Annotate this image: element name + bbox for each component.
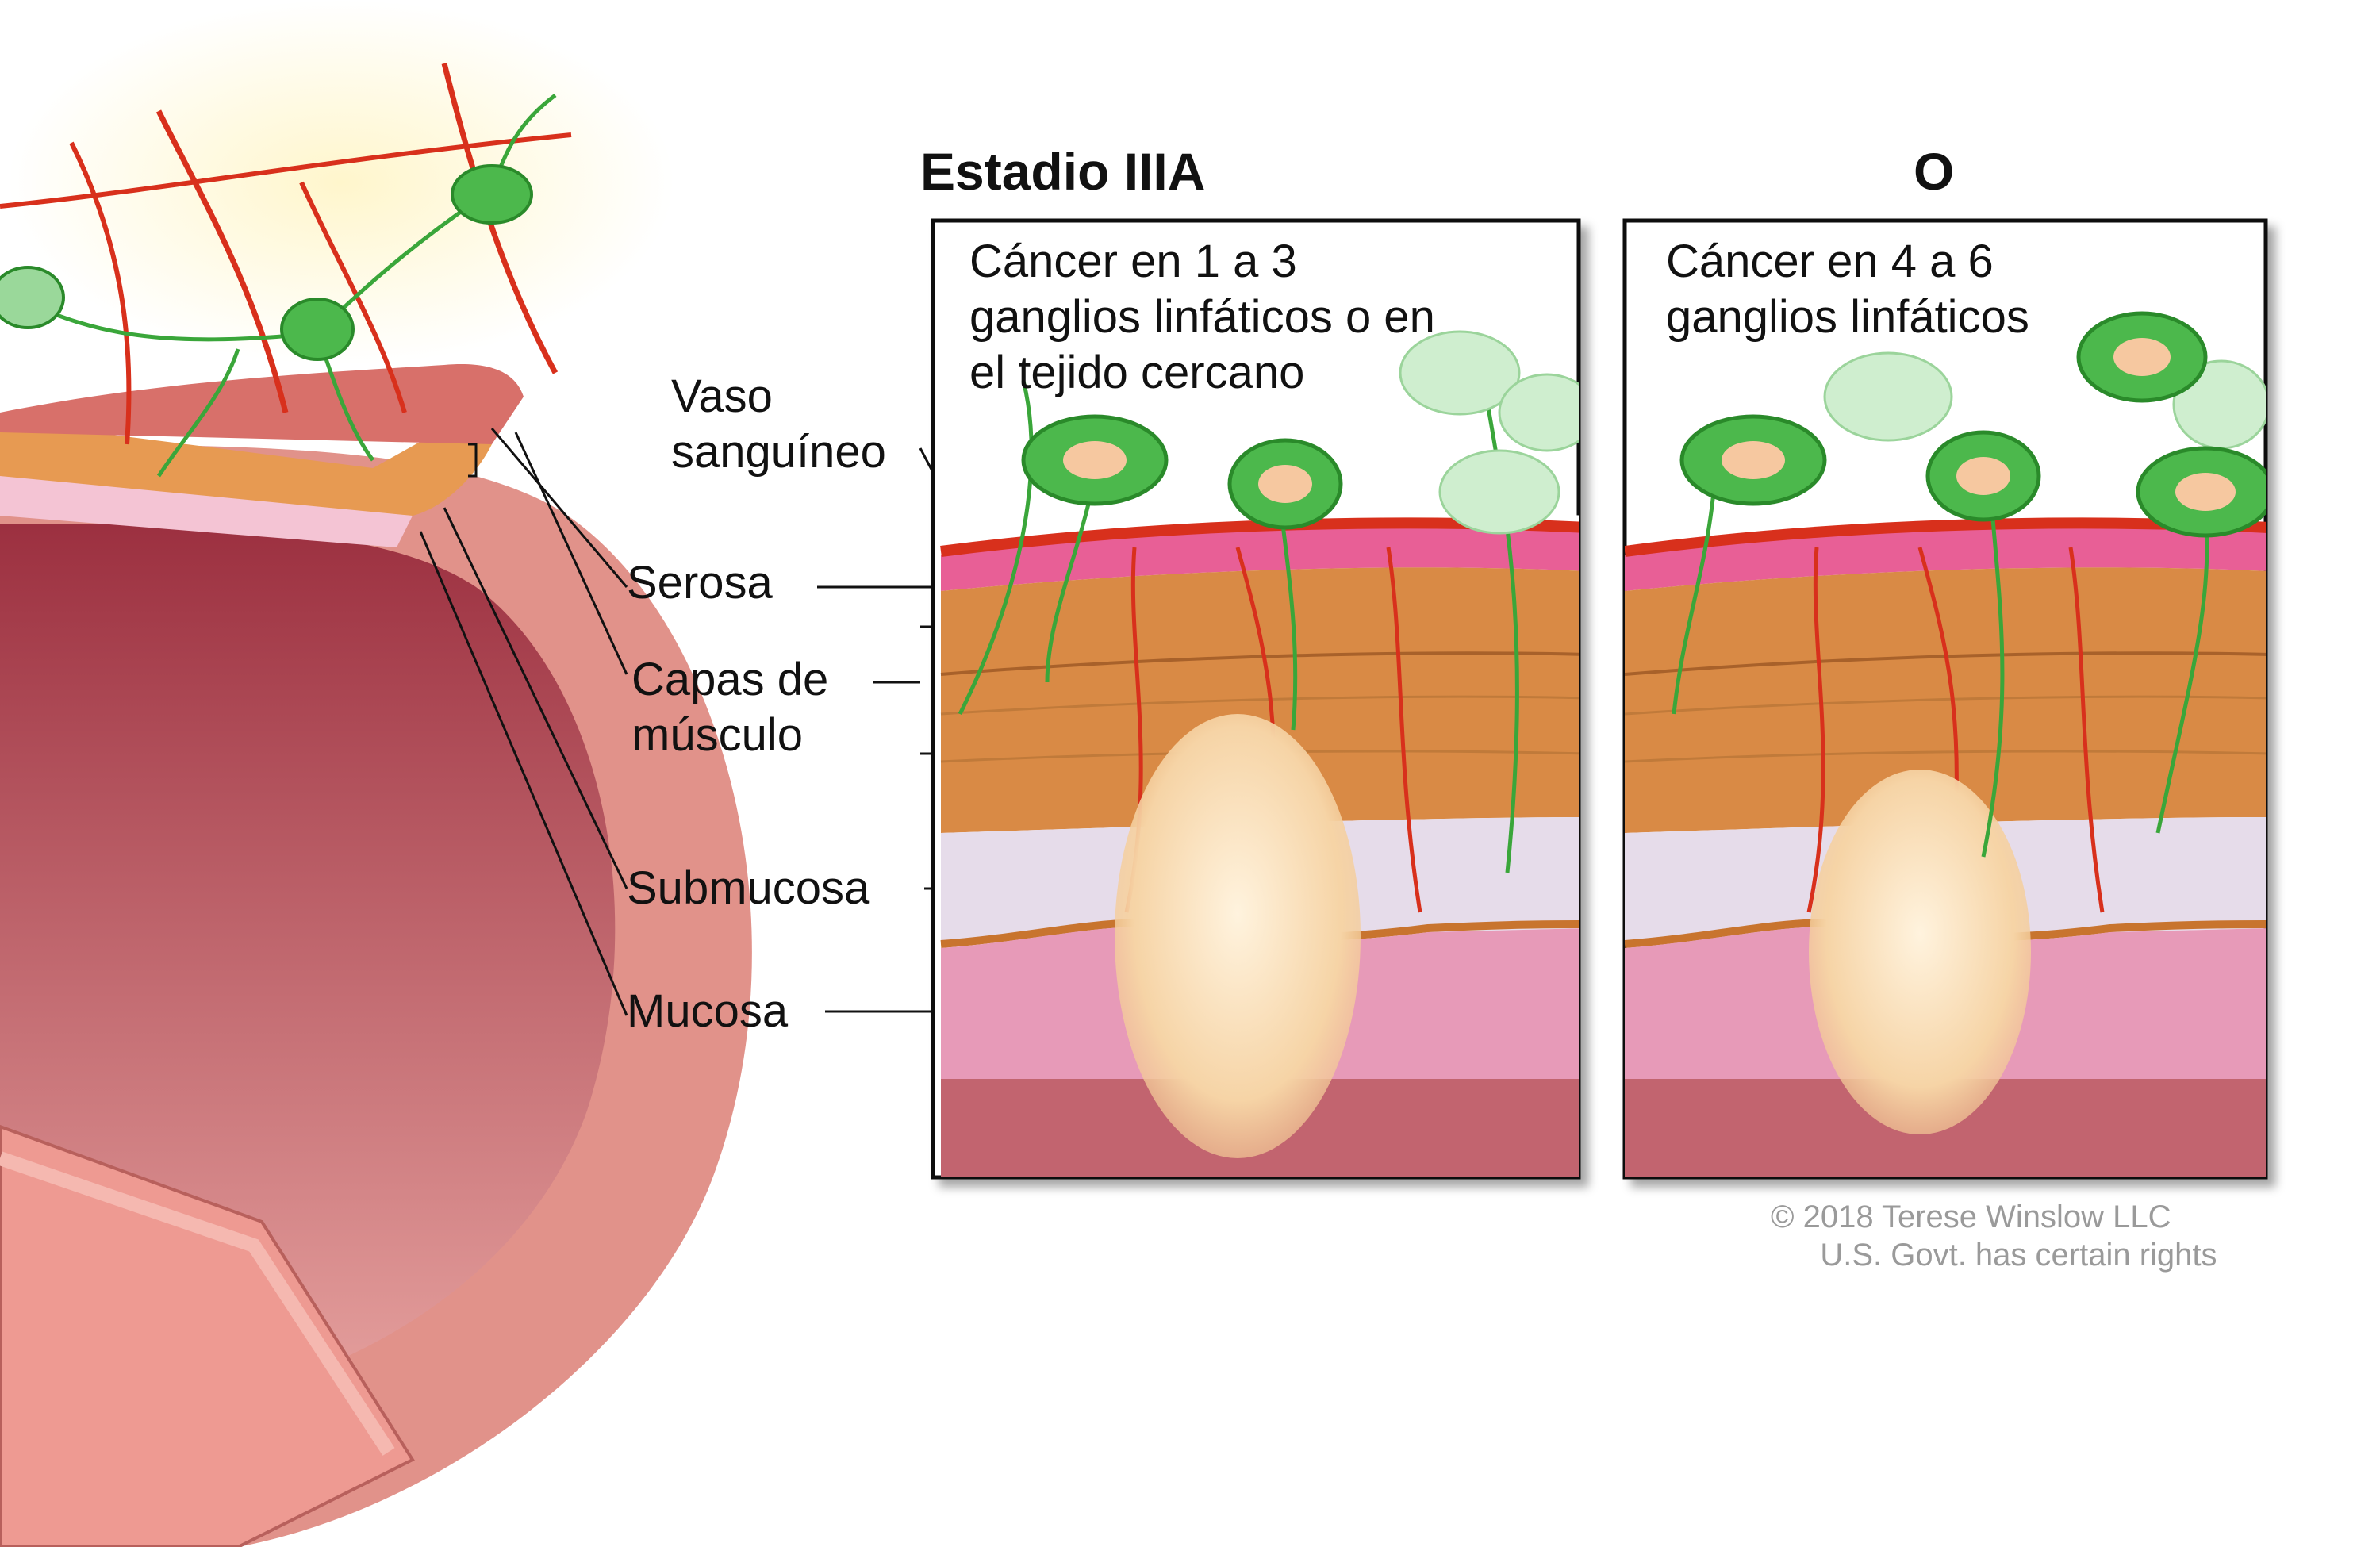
copyright: © 2018 Terese Winslow LLC U.S. Govt. has… — [1771, 1198, 2217, 1274]
copyright-line: U.S. Govt. has certain rights — [1820, 1238, 2217, 1273]
label-submucosa: Submucosa — [627, 862, 870, 914]
right-panel — [1622, 218, 2268, 1180]
stage-title: Estadio IIIA — [920, 142, 1206, 201]
caption-line: ganglios linfáticos — [1666, 291, 2029, 343]
left-panel-caption: Cáncer en 1 a 3 ganglios linfáticos o en… — [969, 234, 1435, 401]
caption-line: ganglios linfáticos o en — [969, 291, 1435, 343]
caption-line: Cáncer en 4 a 6 — [1666, 236, 1994, 287]
label-muscle-layers: Capas de músculo — [631, 652, 828, 763]
colon-wall-mucosa — [0, 476, 413, 547]
colon-overview — [0, 0, 752, 1547]
label-line: Vaso — [671, 370, 773, 422]
colon-serosa-top — [0, 364, 524, 444]
tumor — [1809, 770, 2031, 1134]
label-mucosa: Mucosa — [627, 985, 789, 1037]
left-panel — [931, 218, 1581, 1180]
colon-cut-inner — [0, 1151, 395, 1456]
label-serosa: Serosa — [627, 557, 773, 608]
or-title: O — [1914, 142, 1955, 201]
label-line: músculo — [631, 709, 803, 761]
tumor — [1115, 714, 1361, 1158]
lymph-node — [280, 298, 355, 361]
caption-line: el tejido cercano — [969, 347, 1305, 398]
leader-lines — [419, 428, 974, 1016]
label-line: sanguíneo — [671, 426, 886, 478]
right-panel-caption: Cáncer en 4 a 6 ganglios linfáticos — [1666, 234, 2029, 345]
label-blood-vessel: Vaso sanguíneo — [671, 369, 886, 480]
lymph-node — [451, 164, 533, 225]
copyright-line: © 2018 Terese Winslow LLC — [1771, 1200, 2171, 1234]
colon-cut-edge — [0, 1124, 415, 1547]
label-line: Capas de — [631, 654, 829, 705]
lymph-node — [0, 266, 65, 329]
serosa-layer — [941, 527, 1579, 591]
caption-line: Cáncer en 1 a 3 — [969, 236, 1297, 287]
